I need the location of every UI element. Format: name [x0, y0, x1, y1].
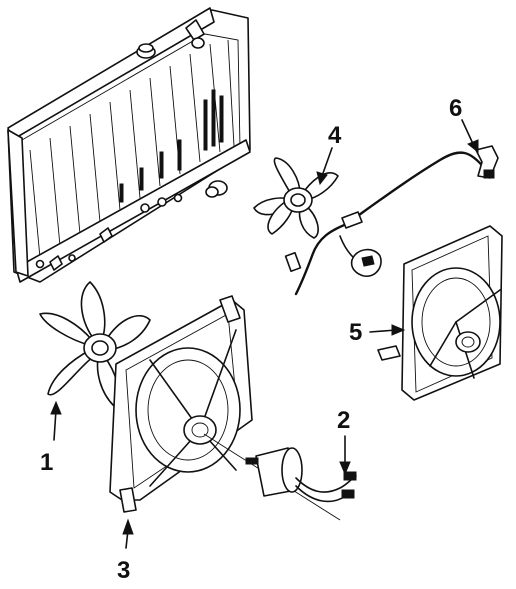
callout-4: 4 — [328, 122, 342, 149]
wiring-harness — [284, 145, 499, 296]
leader-arrows — [50, 119, 479, 549]
fan-motor — [203, 433, 357, 521]
callout-1: 1 — [40, 449, 53, 476]
large-fan-blade — [39, 281, 151, 407]
fan-shroud-left — [109, 295, 253, 513]
callout-2: 2 — [337, 407, 350, 434]
callout-5: 5 — [349, 319, 362, 346]
small-fan-blade — [253, 157, 339, 239]
callout-3: 3 — [117, 557, 130, 584]
fan-shroud-right — [377, 225, 503, 401]
radiator — [7, 7, 251, 283]
callout-6: 6 — [449, 95, 462, 122]
